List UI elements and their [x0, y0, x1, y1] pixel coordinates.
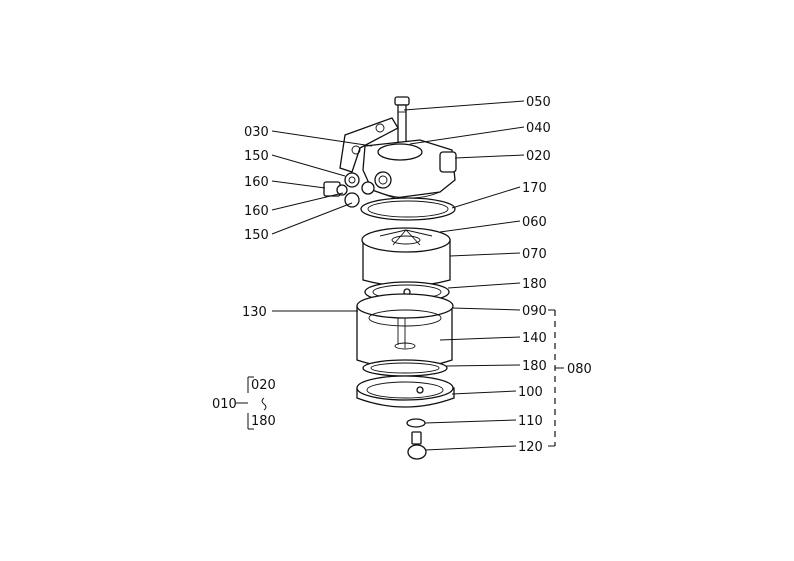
callout-020: 020 — [526, 149, 551, 164]
callout-060: 060 — [522, 215, 547, 230]
callout-150-upper: 150 — [244, 149, 269, 164]
part-170-seal — [360, 197, 456, 221]
callout-140: 140 — [522, 331, 547, 346]
callout-180-lower: 180 — [522, 359, 547, 374]
part-110-washer — [406, 418, 426, 428]
assembly-range-from: 020 — [251, 378, 276, 393]
callout-130: 130 — [242, 305, 267, 320]
callout-040: 040 — [526, 121, 551, 136]
part-020-filter-head — [362, 139, 457, 199]
callout-070: 070 — [522, 247, 547, 262]
bracket-010 — [236, 376, 267, 430]
callout-100: 100 — [518, 385, 543, 400]
part-100-bowl-base — [356, 375, 455, 408]
bracket-080 — [548, 309, 564, 447]
part-030-bracket — [339, 117, 399, 173]
callout-080: 080 — [567, 362, 592, 377]
part-180-lower-ring — [362, 359, 448, 377]
part-130-bowl — [356, 293, 454, 369]
callout-050: 050 — [526, 95, 551, 110]
part-120-drain-plug — [407, 431, 427, 460]
callout-150-lower: 150 — [244, 228, 269, 243]
callout-labels: 050 040 030 020 150 160 160 150 170 060 … — [212, 95, 592, 455]
callout-030: 030 — [244, 125, 269, 140]
leader-lines — [271, 100, 525, 451]
part-050-bolt — [394, 96, 410, 144]
callout-180-upper: 180 — [522, 277, 547, 292]
assembly-range-to: 180 — [251, 414, 276, 429]
callout-120: 120 — [518, 440, 543, 455]
callout-160-upper: 160 — [244, 175, 269, 190]
callout-110: 110 — [518, 414, 543, 429]
part-150-160-fittings — [323, 172, 375, 208]
assembly-ref-010: 010 — [212, 397, 237, 412]
part-060-070-filter-element — [361, 227, 451, 287]
callout-090: 090 — [522, 304, 547, 319]
callout-170: 170 — [522, 181, 547, 196]
callout-160-lower: 160 — [244, 204, 269, 219]
